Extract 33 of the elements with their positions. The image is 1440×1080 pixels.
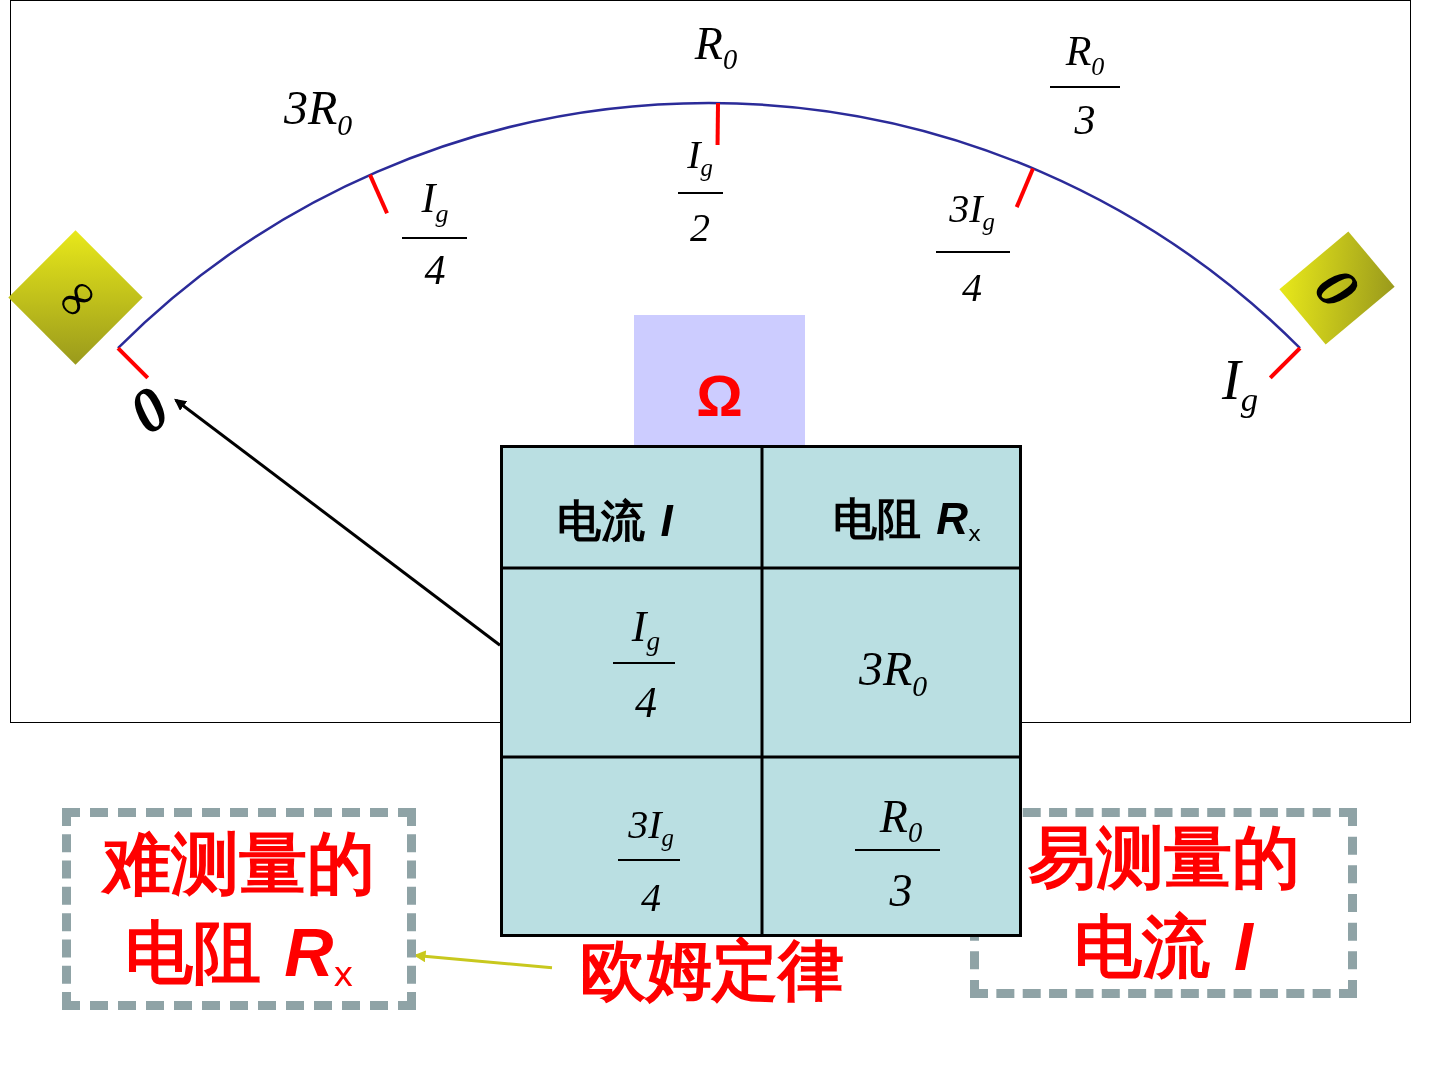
dashed-box [970,808,1357,998]
column-header: 电流 I [557,499,673,543]
table-value: R$_{0}$ [879,794,923,848]
scale-value: R$_{0}$ [694,21,738,75]
zero-current-mark: 0 [118,375,180,445]
scale-value: R$_{0}$ [1065,30,1105,80]
scale-value: 3R$_{0}$ [283,84,353,140]
box-text: 难测量的电阻 R$_{x}$ [100,823,376,997]
table-value: 3 [889,868,913,914]
scale-value: 4 [962,268,982,308]
scale-value: 2 [690,208,710,248]
box-text: 易测量的电流 I [1026,817,1301,989]
ohm-symbol-box [634,315,805,445]
table-value: 3I$_{g}$ [628,804,674,852]
scale-value: I$_{g}$ [1222,352,1258,418]
ohm-symbol: Ω [696,366,743,425]
arrow [413,950,553,970]
scale-value: 4 [424,249,446,291]
table-value: I$_{g}$ [631,604,661,656]
table-value: 4 [641,878,661,918]
scale-end-value: ∞ [44,266,107,329]
table-value: 4 [635,681,657,725]
ohms-law-text: 欧姆定律 [580,938,844,1004]
column-header: 电阻 R$_{x}$ [832,497,982,545]
scale-value: 3 [1074,99,1096,141]
dashed-box [62,808,416,1010]
scale-end-value: 0 [1304,257,1370,319]
scale-value: 3I$_{g}$ [949,188,995,236]
value-table [500,445,1022,937]
arrow [174,398,501,647]
scale-value: I$_{g}$ [687,134,713,182]
table-value: 3R$_{0}$ [858,645,928,701]
scale-value: I$_{g}$ [421,177,449,227]
